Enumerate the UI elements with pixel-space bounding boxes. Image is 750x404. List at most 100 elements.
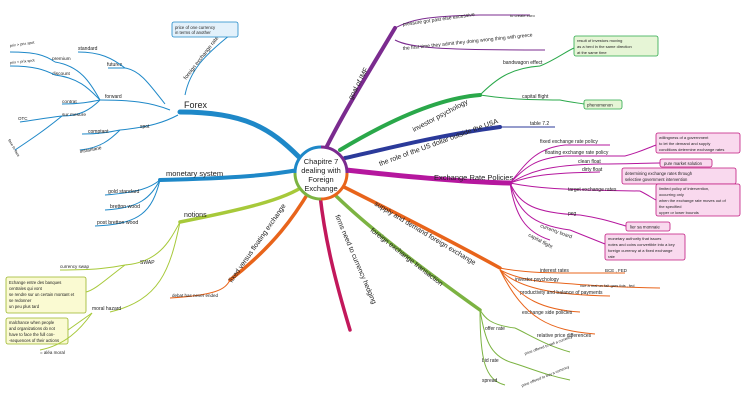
- node-post-bretton-wood[interactable]: post bretton wood: [97, 220, 138, 226]
- edge-invpsych-sub: [559, 282, 661, 289]
- node-us-dollar-role[interactable]: the role of the US dollar outside the US…: [378, 118, 499, 168]
- node-discount-sub[interactable]: prix < prix spot: [10, 58, 36, 65]
- box-swap-line-4: se redonner: [9, 298, 32, 303]
- node-relative-price[interactable]: relative price differences: [537, 333, 592, 339]
- edge-board: [509, 182, 571, 231]
- edge-target: [509, 182, 641, 192]
- edge-peg: [509, 182, 581, 216]
- edge-comptant: [81, 129, 121, 135]
- node-prestige-sub[interactable]: to create euro: [510, 13, 535, 18]
- box-dirty-line-2: selective government intervention: [625, 177, 688, 182]
- node-productivity[interactable]: productivity and balance of payments: [520, 290, 603, 296]
- edge-discount: [54, 74, 101, 101]
- node-foreign-exchange-rate[interactable]: foreign exchange rate: [183, 36, 220, 82]
- branch-erp: [343, 167, 513, 186]
- branch-forex: [177, 109, 303, 161]
- node-alea-moral[interactable]: = aléa moral: [40, 350, 65, 355]
- center-title-line-3[interactable]: Foreign: [308, 175, 333, 184]
- node-target-rates[interactable]: target exchange rates: [568, 187, 617, 193]
- center-title-line-1[interactable]: Chapitre 7: [304, 157, 339, 166]
- node-gold-standard[interactable]: gold standard: [108, 189, 140, 195]
- box-fer-line-1: price of one currency: [175, 25, 216, 30]
- node-capital-flight[interactable]: capital flight: [522, 94, 549, 100]
- node-forex[interactable]: Forex: [184, 100, 208, 110]
- node-contrat[interactable]: contrat: [62, 99, 77, 105]
- box-board-line-2: notes and coins convertible into a key: [608, 242, 675, 247]
- node-otc[interactable]: OTC: [18, 116, 28, 121]
- node-sur-mesure[interactable]: sur mesure: [62, 112, 86, 118]
- box-swap-line-2: centrales qui vont: [9, 286, 43, 291]
- box-fer: [171, 21, 239, 38]
- box-target-line-3: when the exchange rate moves out of: [659, 198, 727, 203]
- edge-interest: [499, 267, 576, 274]
- node-dirty-float[interactable]: dirty float: [582, 167, 603, 173]
- edge-spot: [119, 114, 179, 131]
- node-comptant[interactable]: comptant: [88, 129, 109, 135]
- center-title-line-2[interactable]: dealing with: [301, 166, 341, 175]
- edge-clean: [509, 163, 601, 184]
- edge-offer: [479, 309, 516, 329]
- center-ring-segments: [320, 145, 349, 174]
- node-futures[interactable]: futures: [107, 62, 123, 68]
- node-currency-swap[interactable]: currency swap: [60, 264, 90, 269]
- box-board-line-3: foreign currency at a fixed exchange: [608, 248, 673, 253]
- node-interest-sub[interactable]: BCE , FED: [605, 268, 628, 273]
- box-fer-line-2: in terms of another: [175, 30, 211, 35]
- edge-standard: [77, 51, 126, 69]
- node-discount[interactable]: discount: [52, 71, 71, 77]
- edge-moral: [109, 221, 181, 313]
- branch-notions: [178, 183, 307, 224]
- node-swap[interactable]: SWAP: [140, 260, 155, 266]
- node-exchange-rate-policies[interactable]: Exchange Rate Policies: [434, 173, 513, 182]
- edge-contrat: [61, 99, 101, 105]
- node-instantane[interactable]: instantané: [79, 145, 102, 155]
- node-inv-psych[interactable]: investor psychology: [515, 277, 559, 283]
- node-bretton-wood[interactable]: bretton wood: [110, 204, 140, 210]
- node-premium[interactable]: premium: [52, 56, 71, 62]
- edge-postbretton: [94, 179, 161, 227]
- node-fixed-policy[interactable]: fixed exchange rate policy: [540, 139, 598, 145]
- box-target-line-2: occurring only: [659, 192, 684, 197]
- box-board-line-4: rate: [608, 254, 616, 259]
- node-bandwagon[interactable]: bandwagon effect: [503, 60, 543, 66]
- node-fixed-vs-floating[interactable]: fixed versus floating exchange: [228, 203, 288, 284]
- node-prestige[interactable]: pressure got past else excessive: [402, 12, 475, 28]
- node-clean-float[interactable]: clean float: [578, 159, 601, 165]
- node-peg[interactable]: peg: [568, 211, 577, 217]
- edge-spread: [479, 309, 506, 386]
- node-premium-sub[interactable]: prix > prix spot: [10, 40, 36, 48]
- node-exchange-side[interactable]: exchange side policies: [522, 310, 573, 316]
- node-moral-hazard[interactable]: moral hazard: [92, 306, 121, 312]
- edge-flight: [509, 182, 551, 241]
- edge-alea: [39, 312, 93, 351]
- node-inv-psych-sub[interactable]: vue à mal un fait gars fois , fed: [580, 283, 634, 288]
- node-table-7-2[interactable]: table 7.2: [530, 121, 549, 127]
- node-notions[interactable]: notions: [184, 212, 207, 219]
- box-moral-line-3: have to face the full con-: [9, 332, 55, 337]
- node-spread[interactable]: spread: [482, 378, 498, 384]
- branch-imf: [323, 26, 397, 152]
- node-spot[interactable]: spot: [140, 124, 150, 130]
- edge-offer-sub: [514, 327, 571, 353]
- node-capital-flight-erp[interactable]: capital flight: [527, 232, 554, 250]
- center-title-line-4[interactable]: Exchange: [304, 184, 337, 193]
- branch-monetary: [158, 168, 300, 182]
- box-bandwagon: [573, 35, 659, 57]
- node-standard[interactable]: standard: [78, 46, 98, 52]
- edge-bandwagon: [479, 65, 541, 96]
- node-offer-rate[interactable]: offer rate: [485, 326, 505, 332]
- node-floating-policy[interactable]: floating exchange rate policy: [545, 150, 609, 156]
- node-interest[interactable]: interest rates: [540, 268, 569, 274]
- node-goal-of-imf[interactable]: goal of IMF: [348, 67, 371, 101]
- edge-dirty: [509, 171, 601, 184]
- node-forward[interactable]: forward: [105, 94, 122, 100]
- node-monetary-system[interactable]: monetary system: [166, 169, 223, 178]
- edge-capflight: [479, 94, 561, 101]
- branch-psych: [338, 93, 482, 152]
- box-bandwagon-line-3: at the same time: [577, 50, 607, 55]
- branch-fet: [330, 190, 482, 312]
- node-bid-rate[interactable]: bid rate: [482, 358, 499, 364]
- node-debat[interactable]: debat has never ended: [172, 293, 219, 298]
- node-sdfe[interactable]: supply and demand foreign exchange: [373, 201, 477, 267]
